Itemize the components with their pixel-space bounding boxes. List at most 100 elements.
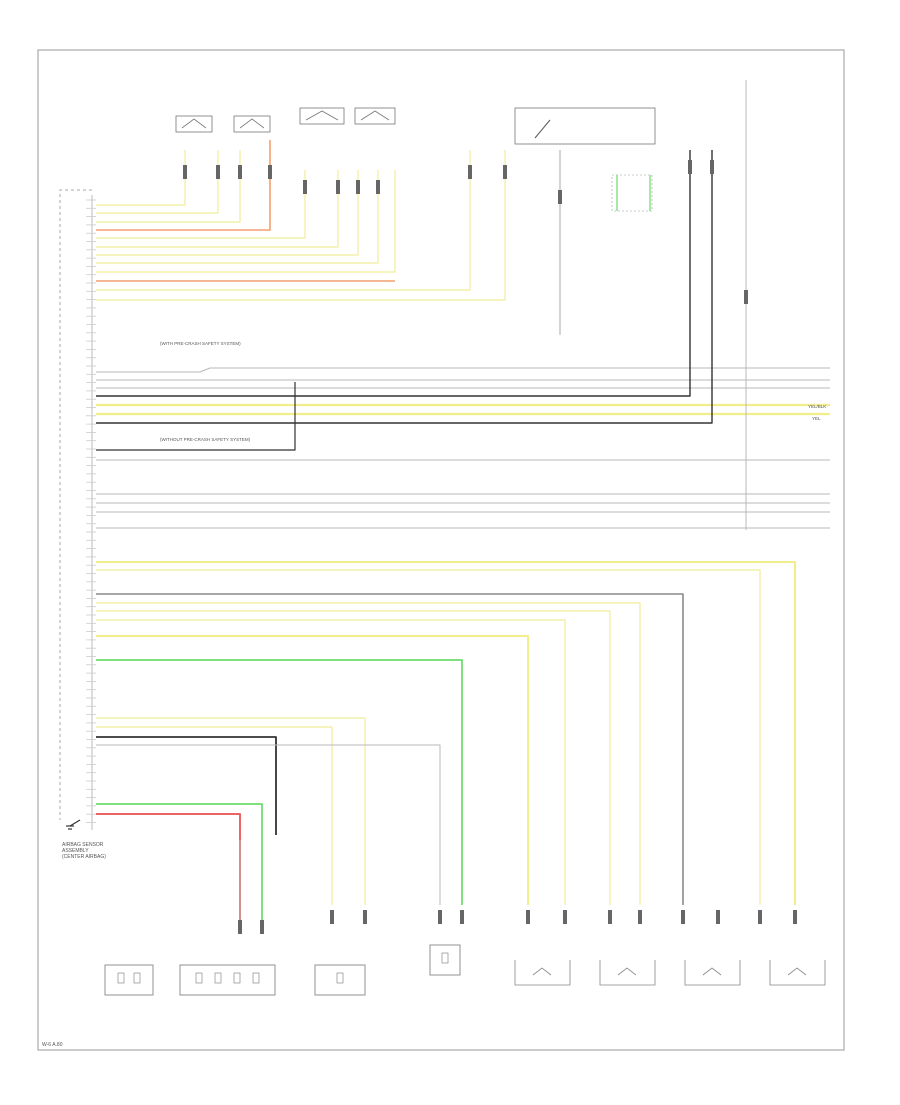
connector-bottom-8 <box>769 960 826 986</box>
wire-low-12 <box>96 744 441 905</box>
inline-connector <box>330 910 334 924</box>
wire-top-11 <box>96 150 471 291</box>
inline-connector <box>183 165 187 179</box>
connector-top-2-symbol <box>239 118 265 129</box>
wire-top-12 <box>96 150 506 301</box>
connector-top-4-symbol <box>360 110 390 121</box>
module-outline <box>59 189 92 820</box>
wire-low-1 <box>96 561 796 905</box>
connector-bottom-5 <box>514 960 571 986</box>
wire-top-7 <box>96 170 359 256</box>
inline-connector <box>563 910 567 924</box>
connector-bottom-5-symbol <box>532 967 552 976</box>
connector-bottom-2-pin <box>214 972 222 984</box>
inline-connector <box>438 910 442 924</box>
wire-low-7 <box>96 635 529 905</box>
module-label-line-1: AIRBAG SENSOR <box>62 842 104 848</box>
right-wire-label-2: YEL <box>812 416 821 421</box>
pin-ticks <box>86 199 96 823</box>
connector-bottom-7 <box>684 960 741 986</box>
wire-top-9 <box>96 170 396 273</box>
inline-connector <box>460 910 464 924</box>
diagram-frame <box>37 49 845 1051</box>
wire-low-3 <box>96 593 684 905</box>
inline-connector <box>744 290 748 304</box>
wire-low-5 <box>96 610 611 905</box>
wire-low-11 <box>96 736 277 835</box>
connector-bottom-6-symbol <box>617 967 637 976</box>
note-without-pcs: (WITHOUT PRE-CRASH SAFETY SYSTEM) <box>160 437 251 442</box>
note-with-pcs: (WITH PRE-CRASH SAFETY SYSTEM) <box>160 341 241 346</box>
connector-bottom-2-pin <box>233 972 241 984</box>
inline-connector <box>503 165 507 179</box>
inline-connector <box>376 180 380 194</box>
wire-top-8 <box>96 170 379 264</box>
inline-connector <box>303 180 307 194</box>
connector-bottom-7-symbol <box>702 967 722 976</box>
connector-bottom-1-pin <box>133 972 141 984</box>
inline-connector <box>793 910 797 924</box>
wire-low-4 <box>96 602 641 905</box>
connector-bottom-1-pin <box>117 972 125 984</box>
inline-connector <box>238 165 242 179</box>
wire-bus-1 <box>96 367 830 373</box>
wire-top-1 <box>96 150 186 206</box>
corner-code: W-6 A.80 <box>42 1042 63 1048</box>
wire-low-10 <box>96 726 333 905</box>
connector-bottom-2-pin <box>195 972 203 984</box>
inline-connector <box>526 910 530 924</box>
inline-connector <box>681 910 685 924</box>
inline-connector <box>363 910 367 924</box>
inline-connector <box>238 920 242 934</box>
inline-connector <box>260 920 264 934</box>
switch-box <box>514 107 656 145</box>
connector-top-3-symbol <box>305 110 339 121</box>
components <box>104 107 826 996</box>
connector-bottom-4-pin <box>441 952 449 964</box>
inline-connector <box>638 910 642 924</box>
connector-bottom-6 <box>599 960 656 986</box>
module-label-line-2: ASSEMBLY <box>62 848 89 854</box>
wire-top-5 <box>96 170 306 239</box>
wire-low-13 <box>96 803 263 920</box>
wire-low-6 <box>96 619 566 905</box>
connector-bottom-8-symbol <box>787 967 807 976</box>
inline-connector <box>758 910 762 924</box>
connector-bottom-4 <box>429 944 461 976</box>
connector-top-4 <box>354 107 396 125</box>
wire-top-2 <box>96 150 219 214</box>
wire-low-14 <box>96 813 241 920</box>
wire-low-9 <box>96 717 366 905</box>
connector-bottom-1 <box>104 964 154 996</box>
connector-bottom-3-pin <box>336 972 344 984</box>
inline-connector <box>558 190 562 204</box>
inline-connector <box>356 180 360 194</box>
wire-low-2 <box>96 569 761 905</box>
connector-bottom-2 <box>179 964 276 996</box>
wire-bus-8 <box>96 382 296 451</box>
inline-connector <box>608 910 612 924</box>
inline-connector <box>336 180 340 194</box>
connector-bottom-2-pin <box>252 972 260 984</box>
wires <box>96 80 830 920</box>
ground-symbol <box>66 819 81 830</box>
wire-top-6 <box>96 170 339 248</box>
wire-bus-7 <box>96 150 713 424</box>
inline-connector <box>710 160 714 174</box>
inline-connector <box>216 165 220 179</box>
connector-bottom-3 <box>314 964 366 996</box>
module-label-line-3: (CENTER AIRBAG) <box>62 854 106 860</box>
connector-top-2 <box>233 115 271 133</box>
connector-top-1 <box>175 115 213 133</box>
connector-top-1-symbol <box>181 118 207 129</box>
right-wire-label-1: YEL/BLK <box>808 404 826 409</box>
wire-bus-4 <box>96 150 691 397</box>
inline-connector <box>468 165 472 179</box>
wire-low-8 <box>96 659 463 905</box>
inline-connector <box>268 165 272 179</box>
switch-contact <box>534 119 551 139</box>
inline-connector <box>688 160 692 174</box>
connector-top-3 <box>299 107 345 125</box>
wire-top-4 <box>96 140 271 231</box>
